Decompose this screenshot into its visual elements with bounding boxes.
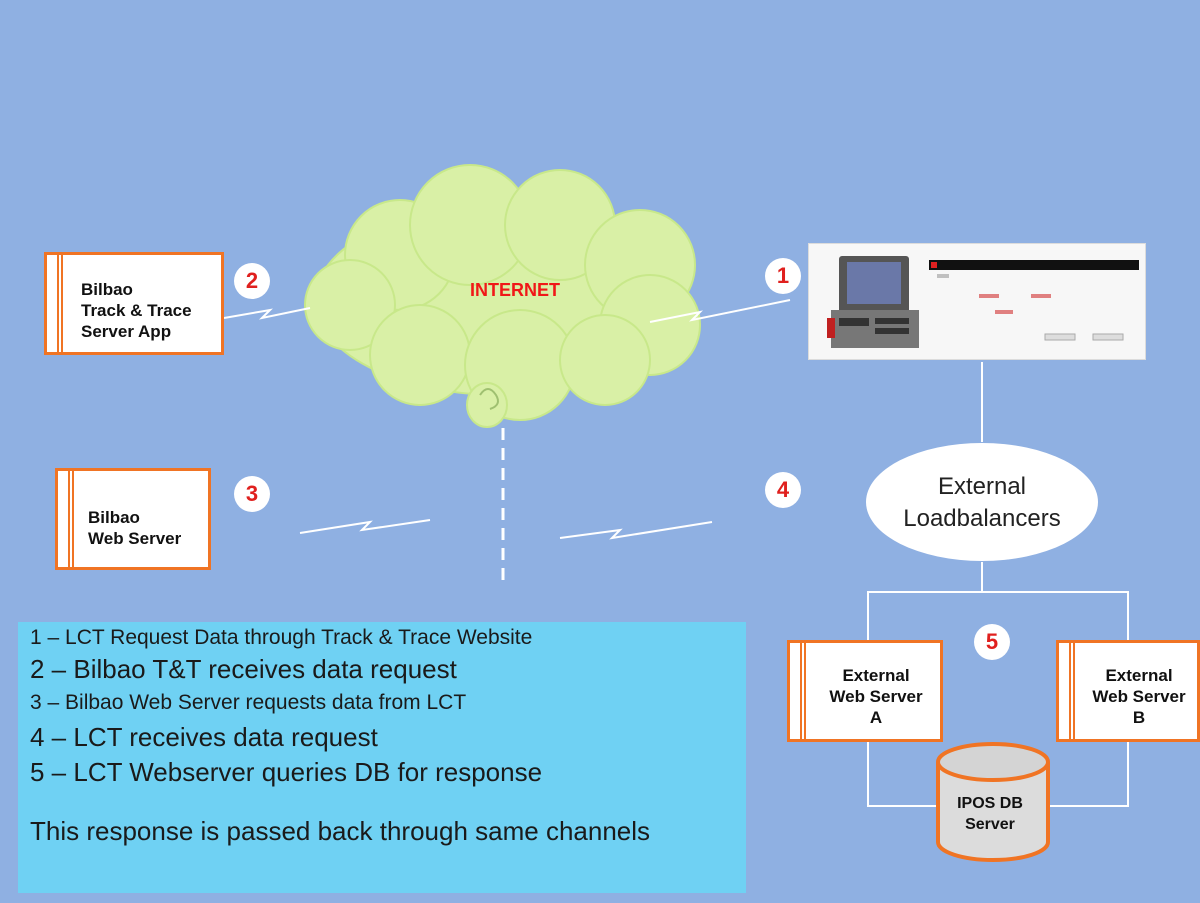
badge-2: 2: [234, 263, 270, 299]
link-lct-request: [559, 521, 713, 540]
bilbao-web-server-label: Bilbao Web Server: [88, 508, 182, 548]
legend-step-1: 1 – LCT Request Data through Track & Tra…: [30, 626, 533, 649]
badge-5: 5: [974, 624, 1010, 660]
server-db-rectangle: [867, 742, 938, 807]
server-db-rectangle-right: [1048, 742, 1129, 807]
badge-3: 3: [234, 476, 270, 512]
badge-1: 1: [765, 258, 801, 294]
cloud-tail-swirl: [479, 388, 499, 410]
track-trace-server-app: Bilbao Track & Trace Server App: [44, 252, 224, 355]
fork-rectangle: [867, 591, 1129, 640]
bilbao-web-server: Bilbao Web Server: [55, 468, 211, 570]
track-trace-website-screenshot: [808, 243, 1146, 360]
link-internet-workstation: [649, 299, 791, 323]
loadbalancers-line1: External: [937, 473, 1027, 500]
external-web-server-b: External Web Server B: [1056, 640, 1200, 742]
external-web-server-a-label: External Web Server A: [829, 666, 923, 727]
legend-note: This response is passed back through sam…: [30, 816, 651, 846]
legend-step-3: 3 – Bilbao Web Server requests data from…: [30, 691, 467, 714]
link-bilbao-webserver: [299, 519, 431, 534]
internet-label: INTERNET: [470, 280, 560, 300]
badge-4: 4: [765, 472, 801, 508]
legend-panel: 1 – LCT Request Data through Track & Tra…: [18, 622, 746, 893]
track-trace-server-app-label: Bilbao Track & Trace Server App: [81, 280, 192, 341]
internet-cloud: [304, 164, 701, 428]
legend-step-5: 5 – LCT Webserver queries DB for respons…: [30, 757, 543, 787]
legend-step-4: 4 – LCT receives data request: [30, 722, 378, 752]
external-loadbalancers: External Loadbalancers: [866, 443, 1098, 561]
external-web-server-a: External Web Server A: [787, 640, 943, 742]
loadbalancers-line2: Loadbalancers: [903, 505, 1061, 532]
db-cylinder: [936, 742, 1050, 862]
link-app-internet: [223, 307, 311, 320]
legend-step-2: 2 – Bilbao T&T receives data request: [30, 654, 457, 684]
ipos-db-server-label: IPOS DB Server: [957, 795, 1023, 833]
computer-icon: [827, 256, 1139, 348]
external-web-server-b-label: External Web Server B: [1092, 666, 1186, 727]
